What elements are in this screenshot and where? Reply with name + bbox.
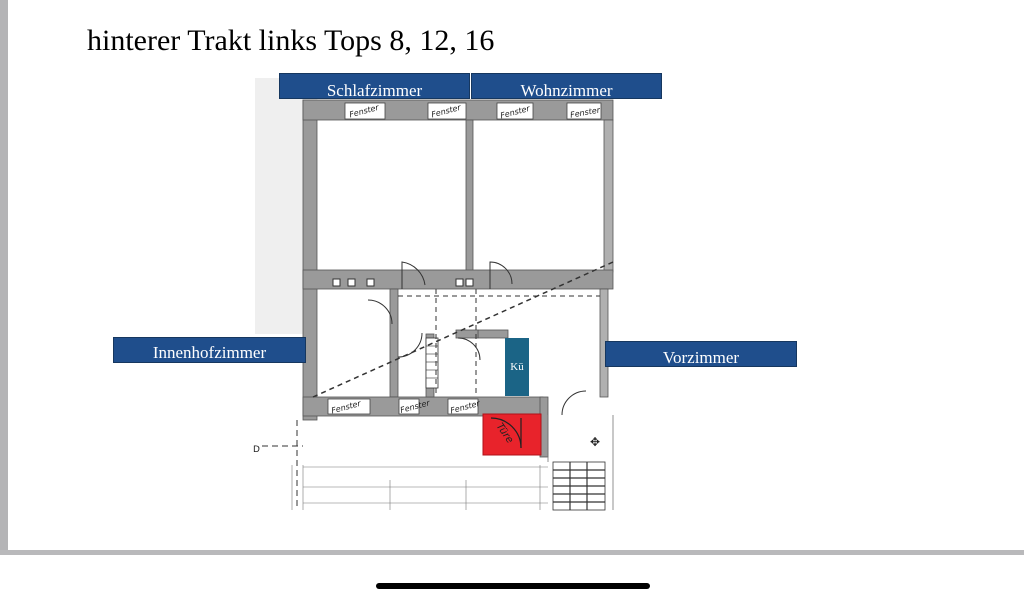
window-top-1	[344, 102, 386, 120]
pillar-1	[332, 278, 341, 287]
pillar-5	[465, 278, 474, 287]
label-innenhofzimmer: Innenhofzimmer	[113, 337, 306, 363]
door-swing-2	[489, 261, 513, 289]
door-swing-1	[401, 261, 426, 289]
home-indicator[interactable]	[376, 583, 650, 589]
wall-right-upper	[603, 119, 614, 273]
pillar-4	[455, 278, 464, 287]
label-kueche: Kü	[505, 338, 529, 396]
wall-left-outer	[302, 99, 318, 421]
door-swing-5	[457, 337, 481, 361]
pillar-3	[366, 278, 375, 287]
door-swing-4	[397, 332, 423, 358]
window-bottom-2	[398, 398, 420, 415]
door-swing-3	[367, 299, 393, 325]
window-top-3	[496, 102, 534, 120]
window-top-2	[427, 102, 467, 120]
shaded-exterior	[255, 78, 303, 334]
label-wohnzimmer: Wohnzimmer	[471, 73, 662, 100]
wall-middle-vertical	[465, 119, 474, 273]
window-bottom-1	[327, 398, 371, 415]
window-top-4	[566, 102, 602, 120]
wall-kitchen-side	[477, 329, 509, 339]
pillar-2	[347, 278, 356, 287]
bottom-divider	[0, 550, 1024, 555]
label-vorzimmer: Vorzimmer	[605, 341, 797, 367]
door-swing-6	[561, 390, 587, 416]
highlight-door	[482, 413, 542, 456]
section-marker: D	[253, 445, 260, 455]
wall-bath	[455, 329, 479, 339]
arrow-symbol: ✥	[590, 435, 600, 449]
dashed-diagonal	[312, 261, 614, 398]
left-edge-bar	[0, 0, 8, 552]
hall-stair	[425, 337, 439, 389]
label-schlafzimmer: Schlafzimmer	[279, 73, 470, 100]
window-bottom-3	[447, 398, 479, 415]
wall-inner-left	[389, 288, 399, 398]
slide-title: hinterer Trakt links Tops 8, 12, 16	[87, 24, 495, 57]
